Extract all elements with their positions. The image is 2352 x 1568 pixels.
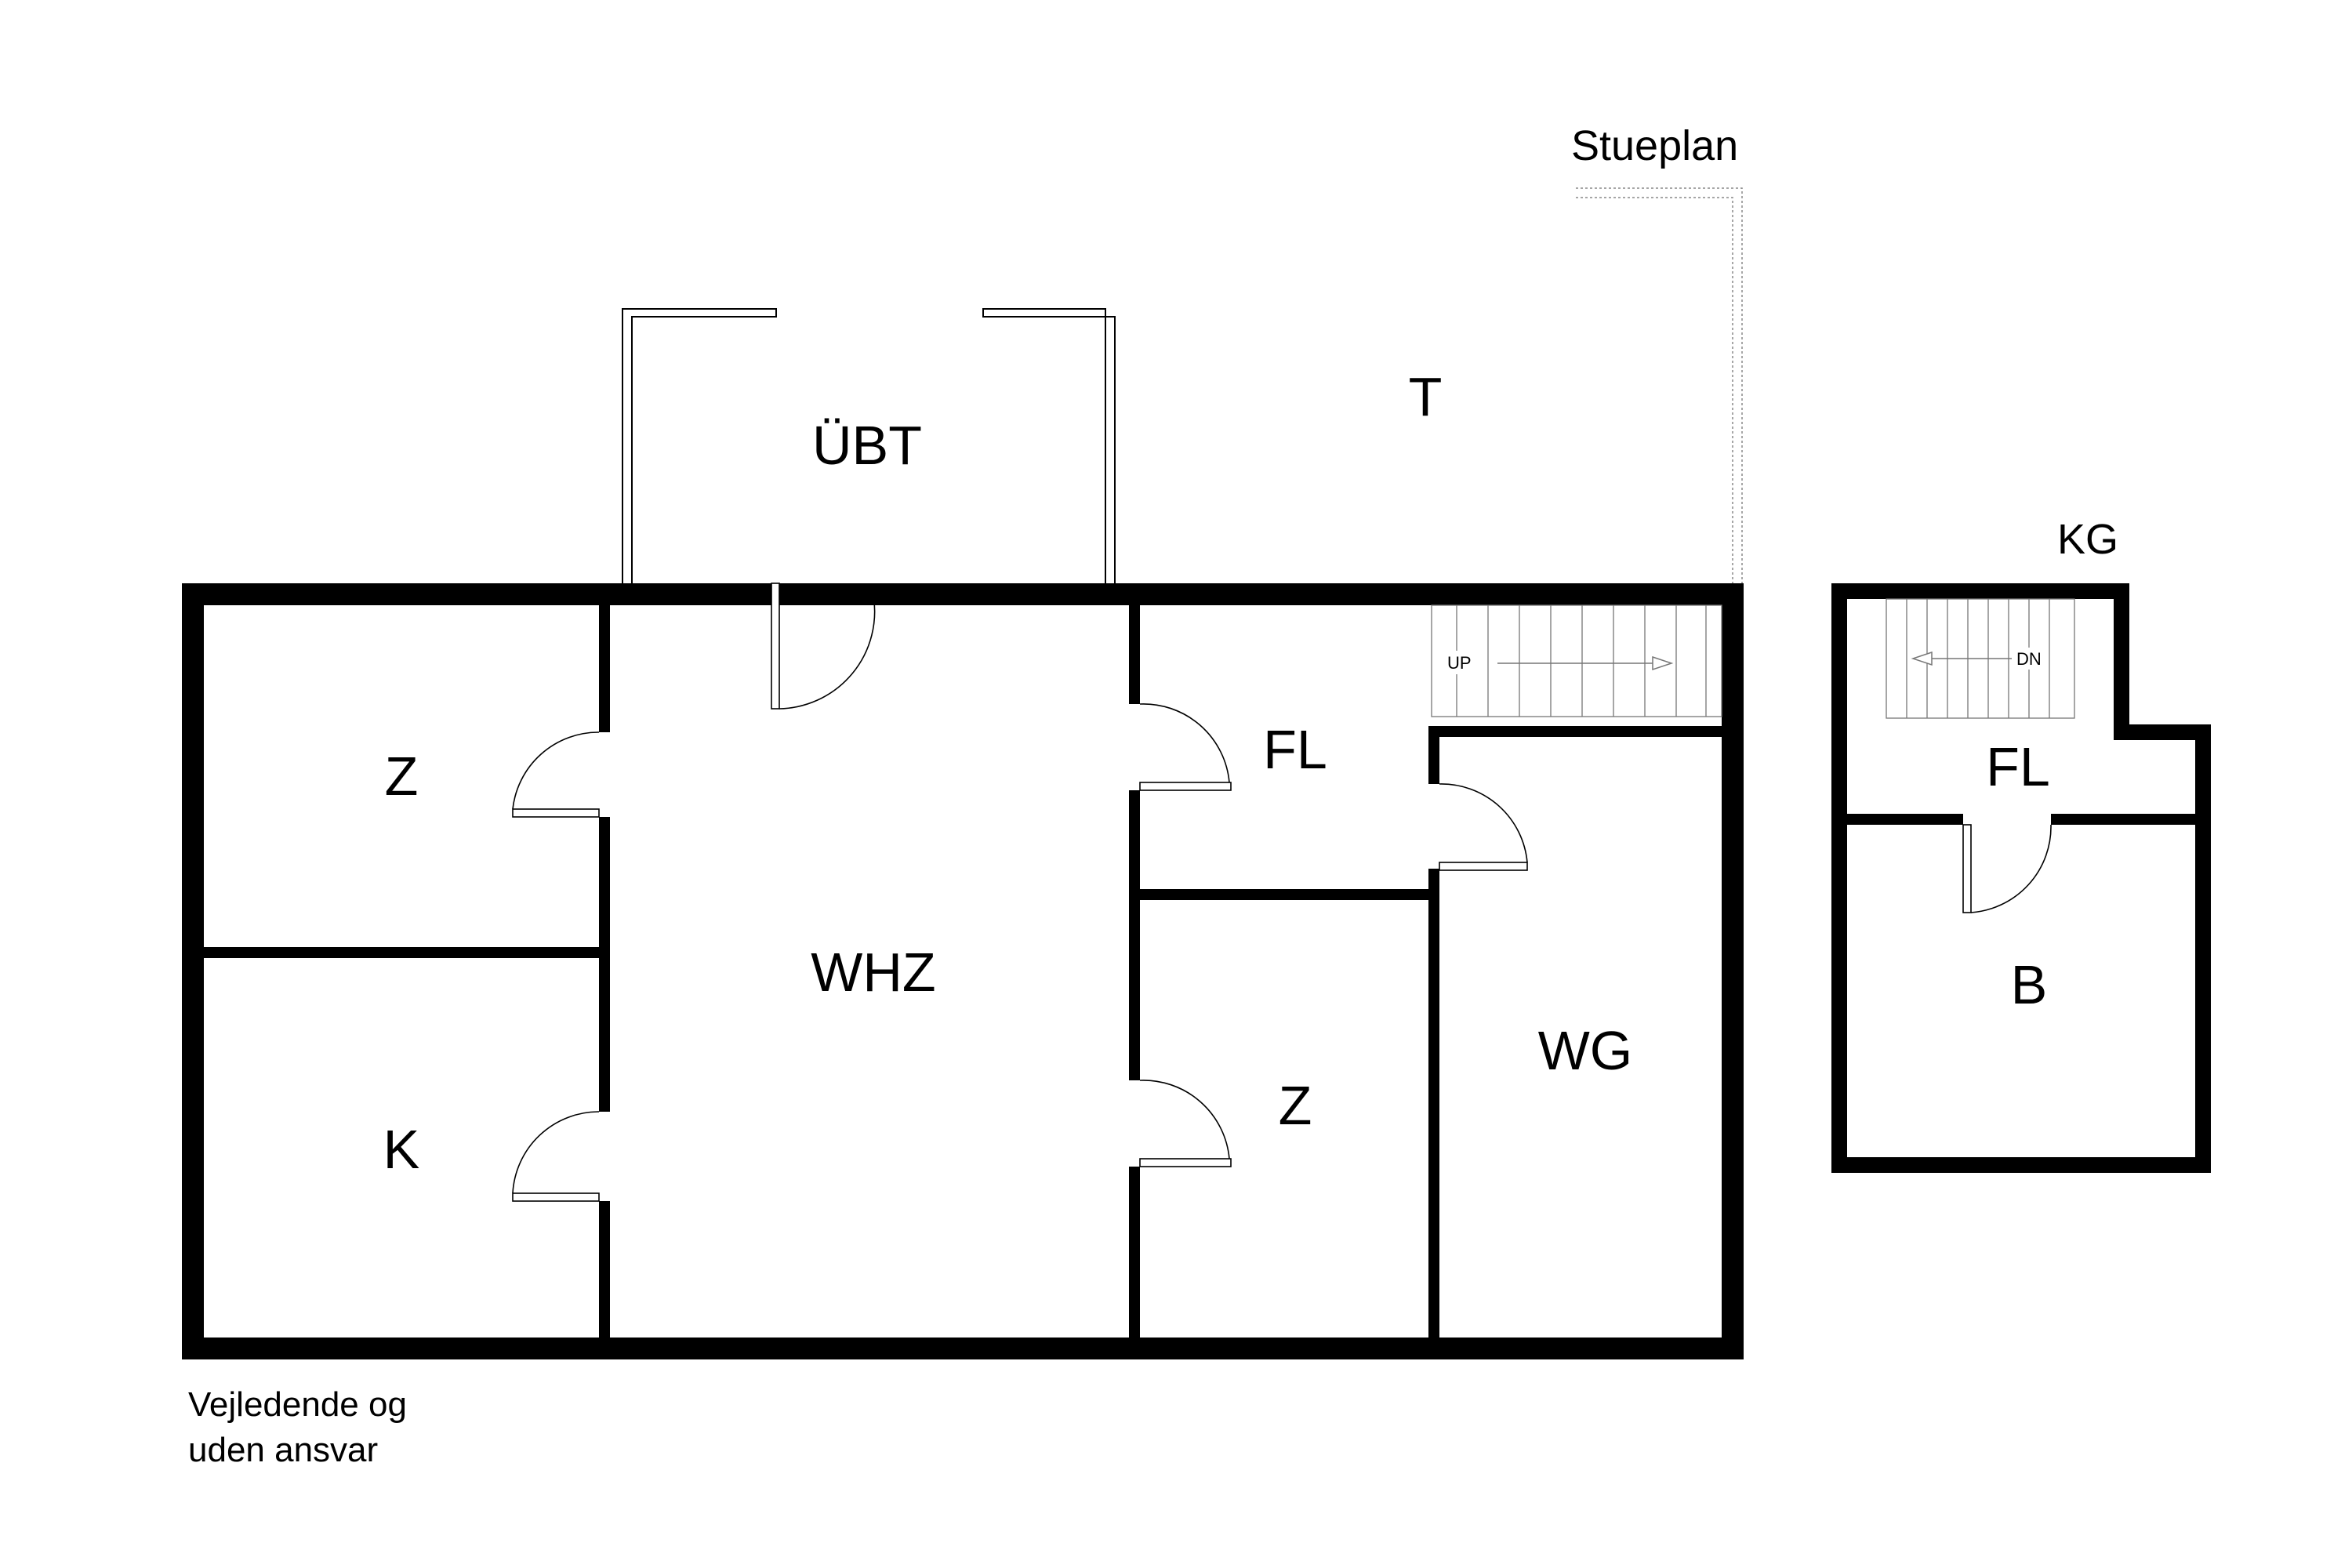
door-room-z2 [1139, 1158, 1232, 1167]
room-label-fl: FL [1263, 719, 1327, 780]
stair-up-label: UP [1447, 653, 1472, 673]
basement-stair: DN [1886, 598, 2075, 719]
door-bath [1962, 824, 1972, 913]
basement-doors [1962, 824, 2052, 913]
door-entrance [771, 583, 780, 710]
basement-walls [1831, 583, 2211, 1173]
ground-floor-doors [512, 583, 1528, 1202]
balcony-outline [622, 308, 1116, 583]
basement-title: KG [2057, 516, 2118, 563]
ground-floor-stair: UP [1431, 604, 1722, 717]
door-kitchen [512, 1192, 600, 1202]
door-room-z1 [512, 808, 600, 818]
room-label-z1: Z [385, 746, 419, 807]
stair-down-label: DN [2016, 649, 2042, 669]
room-label-wg: WG [1538, 1020, 1633, 1081]
room-label-basement-fl: FL [1986, 736, 2050, 797]
ground-floor-title: Stueplan [1571, 122, 1738, 169]
terrace-outline [1576, 187, 1743, 583]
room-label-z2: Z [1279, 1075, 1312, 1136]
room-label-t: T [1409, 366, 1443, 427]
disclaimer-line-1: Vejledende og [188, 1385, 407, 1424]
room-label-b: B [2011, 954, 2048, 1015]
door-wc [1439, 862, 1528, 871]
room-label-whz: WHZ [811, 942, 935, 1003]
ground-floor-walls [182, 583, 1744, 1359]
room-label-k: K [383, 1119, 420, 1180]
disclaimer-line-2: uden ansvar [188, 1431, 378, 1469]
room-label-ubt: ÜBT [812, 415, 922, 476]
door-hall [1139, 782, 1232, 791]
